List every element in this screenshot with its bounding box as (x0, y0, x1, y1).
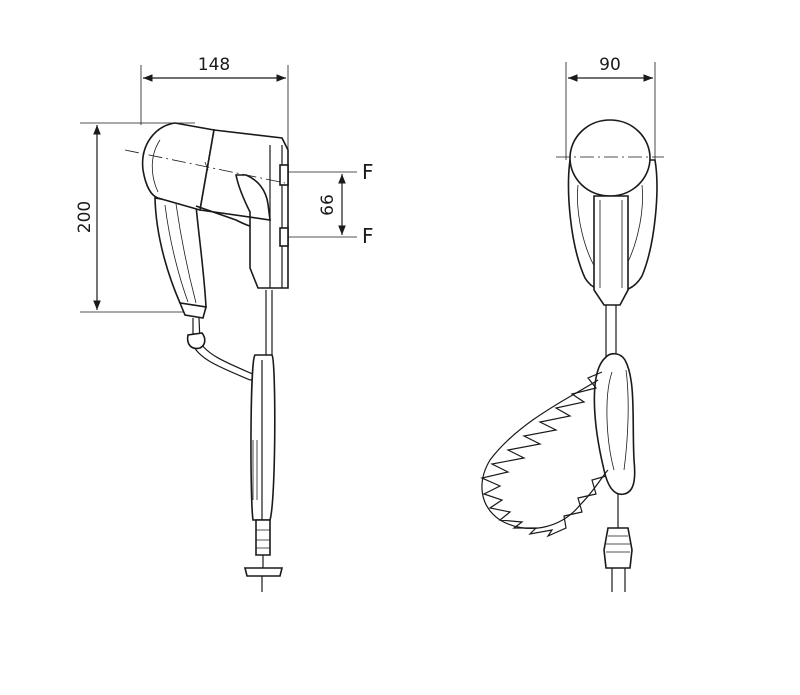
front-view: 90 (480, 55, 664, 592)
hair-dryer-front-icon (480, 119, 664, 592)
dimension-label-200: 200 (75, 201, 95, 233)
dimension-label-90: 90 (599, 55, 621, 75)
dimension-bracket-66: 66 F F (270, 160, 374, 248)
dimension-label-66: 66 (318, 194, 338, 216)
fixing-label-top: F (362, 160, 374, 184)
dimension-width-90: 90 (565, 55, 656, 160)
side-view: 148 200 66 F F (75, 55, 374, 592)
dimension-label-148: 148 (198, 55, 230, 75)
fixing-label-bottom: F (362, 224, 374, 248)
hair-dryer-side-icon (124, 122, 289, 592)
